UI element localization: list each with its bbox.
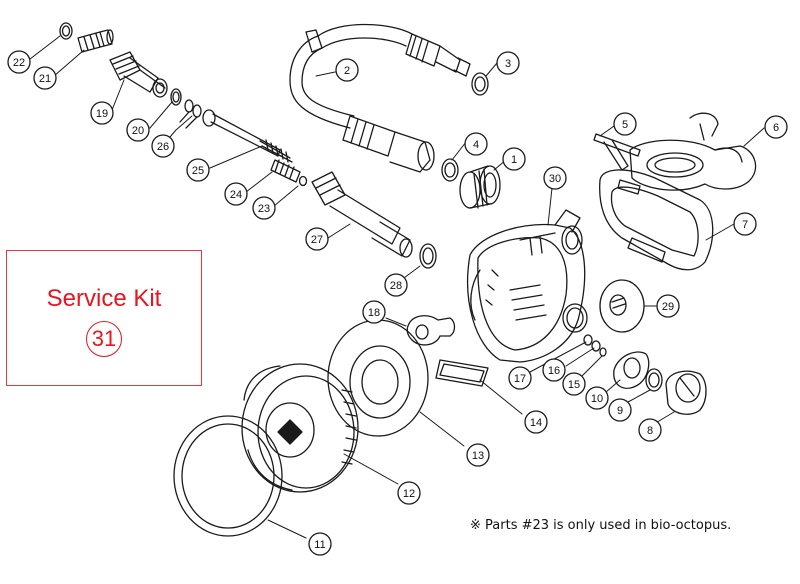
callout-6: 6 <box>764 115 788 139</box>
part-22-oring <box>59 22 73 40</box>
part-14-bracket <box>435 359 489 387</box>
part-12-purge-cover <box>241 363 359 493</box>
svg-text:22: 22 <box>13 57 25 69</box>
part-29-seat <box>599 279 645 333</box>
svg-text:23: 23 <box>258 203 270 215</box>
callout-18: 18 <box>362 300 386 324</box>
part-15-nut <box>599 347 607 357</box>
callout-12: 12 <box>397 481 421 505</box>
callout-13: 13 <box>466 443 490 467</box>
svg-text:17: 17 <box>514 373 526 385</box>
svg-text:9: 9 <box>617 405 623 417</box>
svg-text:21: 21 <box>39 73 51 85</box>
svg-text:20: 20 <box>132 125 144 137</box>
callout-1: 1 <box>502 147 526 171</box>
callout-16: 16 <box>542 358 566 382</box>
part-20-oring <box>170 88 182 106</box>
part-5-clip <box>593 133 641 171</box>
svg-text:6: 6 <box>773 122 779 134</box>
svg-text:16: 16 <box>548 365 560 377</box>
callout-25: 25 <box>186 158 210 182</box>
svg-text:12: 12 <box>403 488 415 500</box>
part-17-washer <box>583 334 593 346</box>
svg-text:18: 18 <box>368 307 380 319</box>
service-kit-box: Service Kit 31 <box>6 250 202 386</box>
part-7-cover <box>599 169 714 271</box>
callout-4: 4 <box>464 132 488 156</box>
svg-text:3: 3 <box>505 58 511 70</box>
svg-text:1: 1 <box>511 154 517 166</box>
service-kit-part-number: 31 <box>86 321 122 357</box>
svg-text:10: 10 <box>591 393 603 405</box>
part-21-fitting <box>77 29 114 53</box>
part-30-housing <box>467 209 588 363</box>
callout-22: 22 <box>7 50 31 74</box>
callout-21: 21 <box>33 66 57 90</box>
svg-text:11: 11 <box>314 539 325 551</box>
svg-text:5: 5 <box>622 119 628 131</box>
svg-text:29: 29 <box>662 301 674 313</box>
part-13-diaphragm <box>327 319 429 437</box>
part-28-oring <box>419 243 437 269</box>
svg-text:27: 27 <box>311 234 323 246</box>
part-10-retainer <box>613 351 650 389</box>
part-19-swivel <box>109 51 168 98</box>
part-27-inlet-tube <box>311 171 413 258</box>
part-6-mouthpiece <box>629 112 757 191</box>
svg-text:24: 24 <box>230 189 242 201</box>
part-23-ring <box>298 175 308 187</box>
callout-24: 24 <box>224 182 248 206</box>
part-8-cap <box>665 370 707 415</box>
callout-7: 7 <box>733 212 757 236</box>
callout-2: 2 <box>335 58 359 82</box>
svg-text:28: 28 <box>390 280 402 292</box>
part-11-ring <box>173 415 283 537</box>
part-16-washer <box>591 340 601 352</box>
callout-17: 17 <box>508 366 532 390</box>
service-kit-title: Service Kit <box>46 285 162 312</box>
callout-23: 23 <box>252 196 276 220</box>
callout-19: 19 <box>90 101 114 125</box>
svg-text:25: 25 <box>192 165 204 177</box>
svg-text:14: 14 <box>530 417 542 429</box>
callout-3: 3 <box>496 51 520 75</box>
callout-15: 15 <box>562 372 586 396</box>
svg-text:26: 26 <box>157 141 169 153</box>
part-2-hose <box>289 23 471 173</box>
part-4-oring <box>441 158 459 182</box>
callout-9: 9 <box>608 398 632 422</box>
svg-text:13: 13 <box>472 450 484 462</box>
part-18-knob <box>406 315 456 346</box>
part-1-insert <box>459 165 501 209</box>
svg-text:8: 8 <box>647 425 653 437</box>
callout-10: 10 <box>585 386 609 410</box>
svg-text:15: 15 <box>568 379 580 391</box>
callout-14: 14 <box>524 410 548 434</box>
callout-11: 11 <box>308 532 332 556</box>
callout-27: 27 <box>305 227 329 251</box>
callout-labels: 22 21 19 20 26 25 24 23 27 28 2 3 4 1 30… <box>7 50 788 556</box>
svg-text:30: 30 <box>549 173 561 185</box>
callout-29: 29 <box>656 294 680 318</box>
footnote: ※ Parts #23 is only used in bio-octopus. <box>470 518 732 533</box>
callout-5: 5 <box>613 112 637 136</box>
part-25-valve-stem <box>202 109 293 163</box>
part-26-washers <box>179 99 202 129</box>
svg-text:4: 4 <box>473 139 479 151</box>
svg-text:7: 7 <box>742 219 748 231</box>
callout-8: 8 <box>638 418 662 442</box>
part-9-oring <box>645 368 663 392</box>
callout-26: 26 <box>151 134 175 158</box>
callout-28: 28 <box>384 273 408 297</box>
callout-30: 30 <box>543 166 567 190</box>
svg-text:2: 2 <box>344 65 350 77</box>
svg-text:19: 19 <box>96 108 108 120</box>
part-24-spring <box>270 159 301 183</box>
part-3-oring <box>471 72 489 96</box>
callout-20: 20 <box>126 118 150 142</box>
